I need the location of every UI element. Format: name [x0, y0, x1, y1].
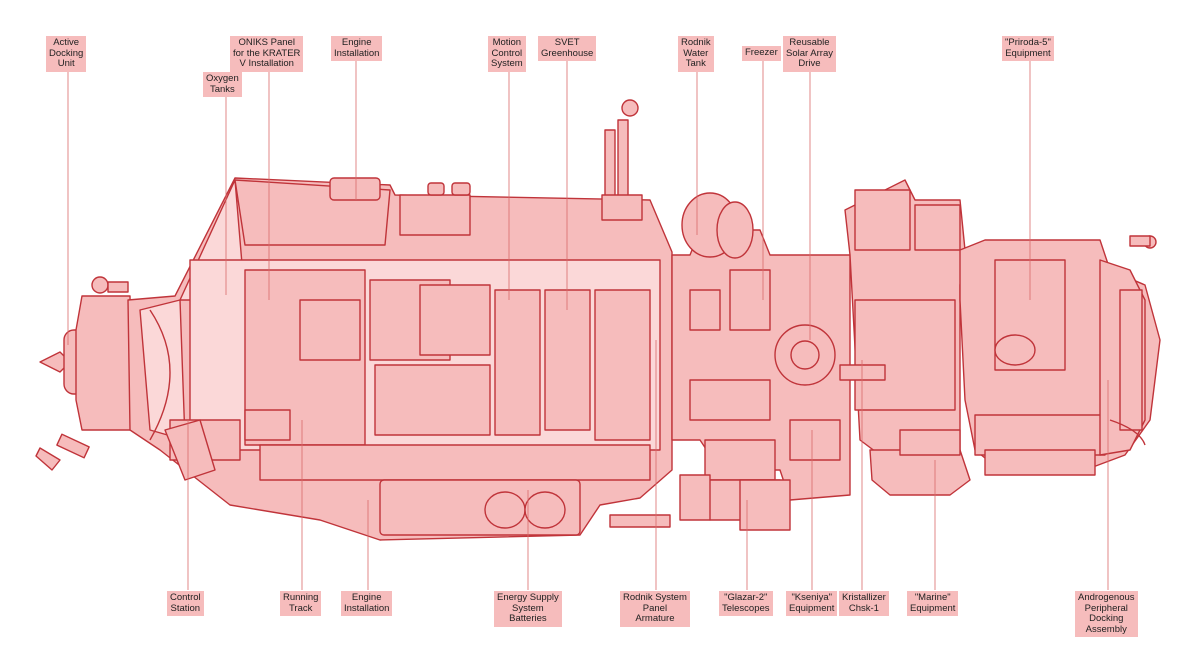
- label-priroda-5-equipment: "Priroda-5" Equipment: [1002, 36, 1054, 61]
- label-rodnik-system-panel: Rodnik System Panel Armature: [620, 591, 690, 627]
- label-motion-control-system: Motion Control System: [488, 36, 526, 72]
- active-docking-unit-shape: [35, 276, 133, 471]
- label-oniks-panel: ONIKS Panel for the KRATER V Installatio…: [230, 36, 304, 72]
- label-glazar-2-telescopes: "Glazar-2" Telescopes: [719, 591, 773, 616]
- label-rodnik-water-tank: Rodnik Water Tank: [678, 36, 714, 72]
- label-reusable-solar-array-drive: Reusable Solar Array Drive: [783, 36, 836, 72]
- label-freezer: Freezer: [742, 46, 781, 61]
- label-oxygen-tanks: Oxygen Tanks: [203, 72, 242, 97]
- label-kristallizer: Kristallizer Chsk-1: [839, 591, 889, 616]
- label-energy-supply-batteries: Energy Supply System Batteries: [494, 591, 562, 627]
- label-control-station: Control Station: [167, 591, 204, 616]
- label-kseniya-equipment: "Kseniya" Equipment: [786, 591, 838, 616]
- label-androgenous-docking: Androgenous Peripheral Docking Assembly: [1075, 591, 1138, 637]
- label-svet-greenhouse: SVET Greenhouse: [538, 36, 597, 61]
- label-engine-installation-bottom: Engine Installation: [341, 591, 393, 616]
- label-active-docking-unit: Active Docking Unit: [46, 36, 87, 72]
- label-engine-installation-top: Engine Installation: [331, 36, 383, 61]
- label-marine-equipment: "Marine" Equipment: [907, 591, 959, 616]
- label-running-track: Running Track: [280, 591, 322, 616]
